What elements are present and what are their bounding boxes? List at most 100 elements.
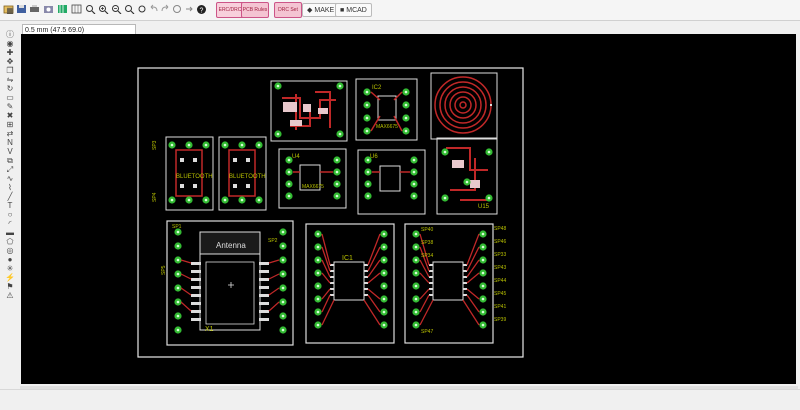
- sp2-label: SP2: [268, 238, 278, 244]
- bluetooth-label-right: BLUETOOTH: [229, 174, 266, 180]
- sp40-label: SP40: [421, 227, 433, 233]
- sp45-label: SP45: [494, 291, 506, 297]
- via-icon[interactable]: ◎: [6, 246, 14, 255]
- route-icon[interactable]: ∿: [6, 174, 14, 183]
- rect-icon[interactable]: ▬: [6, 228, 14, 237]
- status-bar: [0, 389, 800, 410]
- arc-icon[interactable]: ◜: [8, 219, 12, 228]
- module-ic2: IC2 MAX6675: [355, 78, 418, 141]
- module-u4: U4 MAX6675: [278, 148, 347, 209]
- u4-label: U4: [292, 154, 300, 160]
- sp43-label: SP43: [494, 265, 506, 271]
- make-button[interactable]: ◆MAKE: [302, 3, 340, 17]
- sp5-label: SP5: [161, 265, 167, 275]
- cam-icon[interactable]: [42, 2, 54, 16]
- circle-icon[interactable]: ○: [7, 210, 13, 219]
- sp4-label: SP4: [152, 192, 158, 202]
- errors-icon[interactable]: ⚠: [6, 291, 14, 300]
- board-drawing: BLUETOOTH BLUETOOTH: [137, 67, 524, 358]
- sp41-label: SP41: [494, 304, 506, 310]
- sp48-label: SP48: [494, 226, 506, 232]
- help-icon[interactable]: ?: [195, 2, 207, 16]
- zoom-in-icon[interactable]: [97, 2, 109, 16]
- make-icon: ◆: [307, 7, 313, 14]
- mark-icon[interactable]: ✚: [6, 48, 14, 57]
- ratsnest-icon[interactable]: ✳: [6, 264, 14, 273]
- pcb-canvas[interactable]: BLUETOOTH BLUETOOTH: [21, 34, 796, 384]
- add-icon[interactable]: ⊞: [6, 120, 14, 129]
- group-icon[interactable]: ▭: [6, 93, 14, 102]
- x1-label: X1: [205, 326, 214, 333]
- value-icon[interactable]: V: [7, 147, 13, 156]
- layers-icon[interactable]: ▦: [6, 6, 14, 15]
- max-label-top: MAX6675: [376, 124, 398, 130]
- mcad-label: MCAD: [346, 6, 367, 14]
- info-icon[interactable]: ⓘ: [6, 30, 14, 39]
- coil-antenna: [430, 72, 498, 140]
- mirror-icon[interactable]: ⇋: [6, 75, 14, 84]
- drc-set-button[interactable]: DRC Set: [274, 2, 302, 18]
- zoom-out-icon[interactable]: [110, 2, 122, 16]
- autoroute-icon[interactable]: ⚡: [5, 273, 15, 282]
- board-icon[interactable]: [56, 2, 68, 16]
- move-icon[interactable]: ✥: [6, 57, 14, 66]
- module-x1: Antenna X1 SP1 SP2: [166, 220, 294, 346]
- delete-icon[interactable]: ✖: [6, 111, 14, 120]
- show-icon[interactable]: ◉: [6, 39, 14, 48]
- make-label: MAKE: [314, 6, 335, 14]
- module-ic1: IC1: [305, 223, 395, 344]
- smash-icon[interactable]: ⧉: [7, 156, 13, 165]
- mcad-icon: ■: [340, 6, 345, 14]
- polygon-icon[interactable]: ⬠: [6, 237, 14, 246]
- replace-icon[interactable]: ⇄: [6, 129, 14, 138]
- erc-drc-button[interactable]: ERC/DRC: [216, 2, 244, 18]
- bluetooth-module-right: BLUETOOTH: [218, 136, 267, 211]
- zoom-fit-icon[interactable]: [84, 2, 96, 16]
- text-icon[interactable]: T: [7, 201, 13, 210]
- board-outline: [137, 67, 524, 358]
- module-ic-right: SP48 SP46 SP33 SP43 SP44 SP45 SP41 SP39 …: [404, 223, 506, 344]
- module-u6: U6: [357, 149, 426, 215]
- hole-icon[interactable]: ●: [7, 255, 13, 264]
- sp46-label: SP46: [494, 239, 506, 245]
- svg-text:?: ?: [199, 7, 203, 14]
- stop-icon[interactable]: [172, 2, 182, 16]
- ic1-label: IC1: [342, 255, 353, 262]
- command-toolbar: ▦ ⓘ ◉ ✚ ✥ ❐ ⇋ ↻ ▭ ✎ ✖ ⊞ ⇄ N V ⧉ ⤢ ∿ ⌇ ╱ …: [0, 6, 20, 384]
- copy-icon[interactable]: ❐: [6, 66, 14, 75]
- sp33-label: SP33: [494, 252, 506, 258]
- bluetooth-module-left: BLUETOOTH: [165, 136, 214, 211]
- zoom-select-icon[interactable]: [123, 2, 135, 16]
- ripup-icon[interactable]: ⌇: [8, 183, 12, 192]
- ic2-label: IC2: [372, 85, 382, 91]
- sp47-label: SP47: [421, 329, 433, 335]
- grid-icon[interactable]: [70, 2, 82, 16]
- rotate-icon[interactable]: ↻: [6, 84, 14, 93]
- sp3-label: SP3: [152, 140, 158, 150]
- horizontal-scrollbar[interactable]: [20, 386, 798, 389]
- drc-icon[interactable]: ⚑: [6, 282, 14, 291]
- save-icon[interactable]: [15, 2, 27, 16]
- pcb-rules-button[interactable]: PCB Rules: [241, 2, 269, 18]
- redraw-icon[interactable]: [136, 2, 148, 16]
- wire-icon[interactable]: ╱: [7, 192, 13, 201]
- open-icon[interactable]: [2, 2, 14, 16]
- name-icon[interactable]: N: [7, 138, 13, 147]
- sp39-label: SP39: [494, 317, 506, 323]
- undo-icon[interactable]: [149, 2, 159, 16]
- u15-label: U15: [478, 204, 490, 210]
- sp34-label: SP34: [421, 253, 433, 259]
- main-toolbar: ? ERC/DRC PCB Rules DRC Set ◆MAKE ■MCAD: [0, 0, 800, 21]
- sp44-label: SP44: [494, 278, 506, 284]
- mcad-button[interactable]: ■MCAD: [335, 3, 372, 17]
- antenna-label: Antenna: [216, 241, 246, 250]
- change-icon[interactable]: ✎: [6, 102, 14, 111]
- split-icon[interactable]: ⤢: [6, 165, 14, 174]
- module-top-center: [270, 80, 348, 142]
- module-u15: U15: [436, 137, 498, 215]
- go-icon[interactable]: [184, 2, 194, 16]
- sp1-label: SP1: [172, 224, 182, 230]
- redo-icon[interactable]: [160, 2, 170, 16]
- bluetooth-label-left: BLUETOOTH: [176, 174, 213, 180]
- print-icon[interactable]: [28, 2, 40, 16]
